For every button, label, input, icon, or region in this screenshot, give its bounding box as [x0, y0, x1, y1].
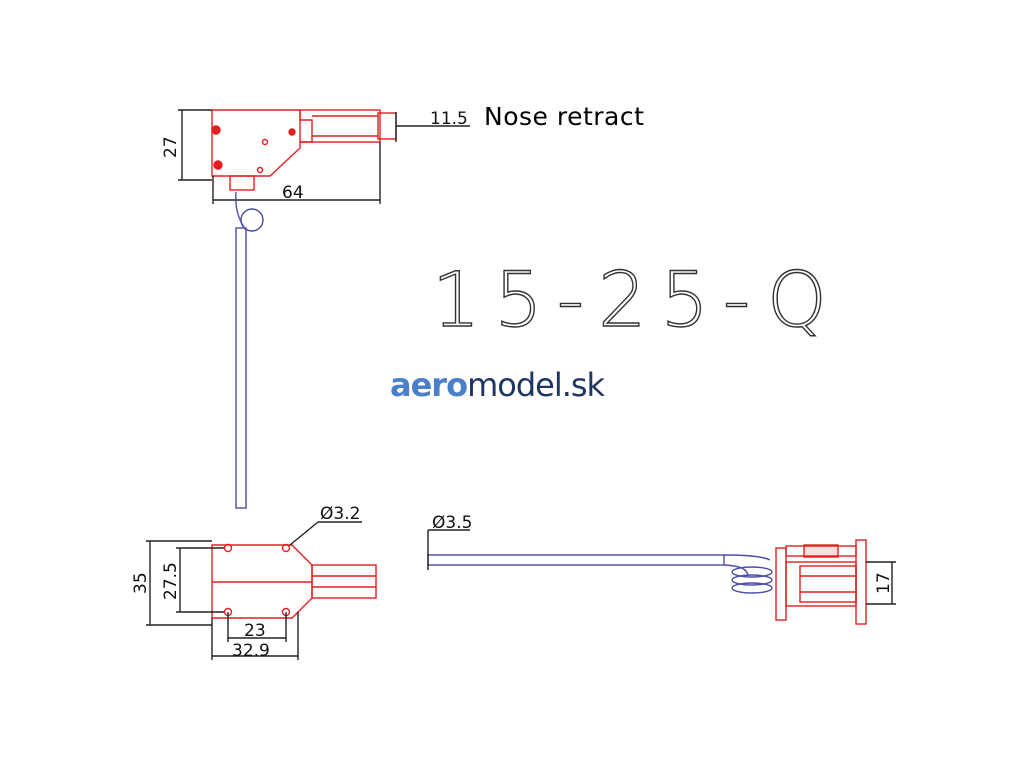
- strut: [235, 191, 264, 509]
- dim-side-height: 17: [874, 572, 894, 594]
- side-plate-left: [775, 547, 787, 621]
- side-wire: [427, 554, 725, 566]
- dim-top-ext: 11.5: [430, 109, 468, 129]
- dim-bottom-height-inner: 27.5: [161, 562, 181, 600]
- bottom-view: [146, 521, 377, 660]
- dim-top-width: 64: [282, 183, 304, 203]
- side-plate-right: [855, 539, 867, 625]
- dim-top-height: 27: [161, 136, 181, 158]
- top-mount-tab: [229, 175, 255, 191]
- side-cylinder: [799, 565, 857, 603]
- brand-logo: aeromodel.sk: [390, 366, 605, 404]
- model-code: 15-25-Q: [431, 254, 841, 344]
- side-coil: [731, 566, 773, 578]
- dim-bottom-outer-width: 32.9: [232, 641, 270, 661]
- top-view: [178, 109, 470, 204]
- bottom-hole: [223, 543, 233, 553]
- strut-coil: [240, 208, 264, 232]
- side-body: [785, 561, 857, 607]
- dim-wire-dia: Ø3.5: [432, 513, 472, 533]
- diagram-note: Nose retract: [484, 102, 645, 131]
- side-top-pin: [785, 545, 857, 557]
- dim-bottom-inner-width: 23: [244, 621, 266, 641]
- dim-bottom-height-outer: 35: [131, 572, 151, 594]
- side-view: [427, 529, 896, 625]
- top-hole: [211, 125, 221, 135]
- top-cylinder: [299, 109, 381, 143]
- strut-wire: [235, 227, 247, 509]
- brand-logo-accent: aero: [390, 366, 468, 404]
- dim-hole-dia: Ø3.2: [320, 504, 360, 524]
- brand-logo-text: model.sk: [467, 366, 605, 404]
- top-cylinder-end: [377, 112, 397, 140]
